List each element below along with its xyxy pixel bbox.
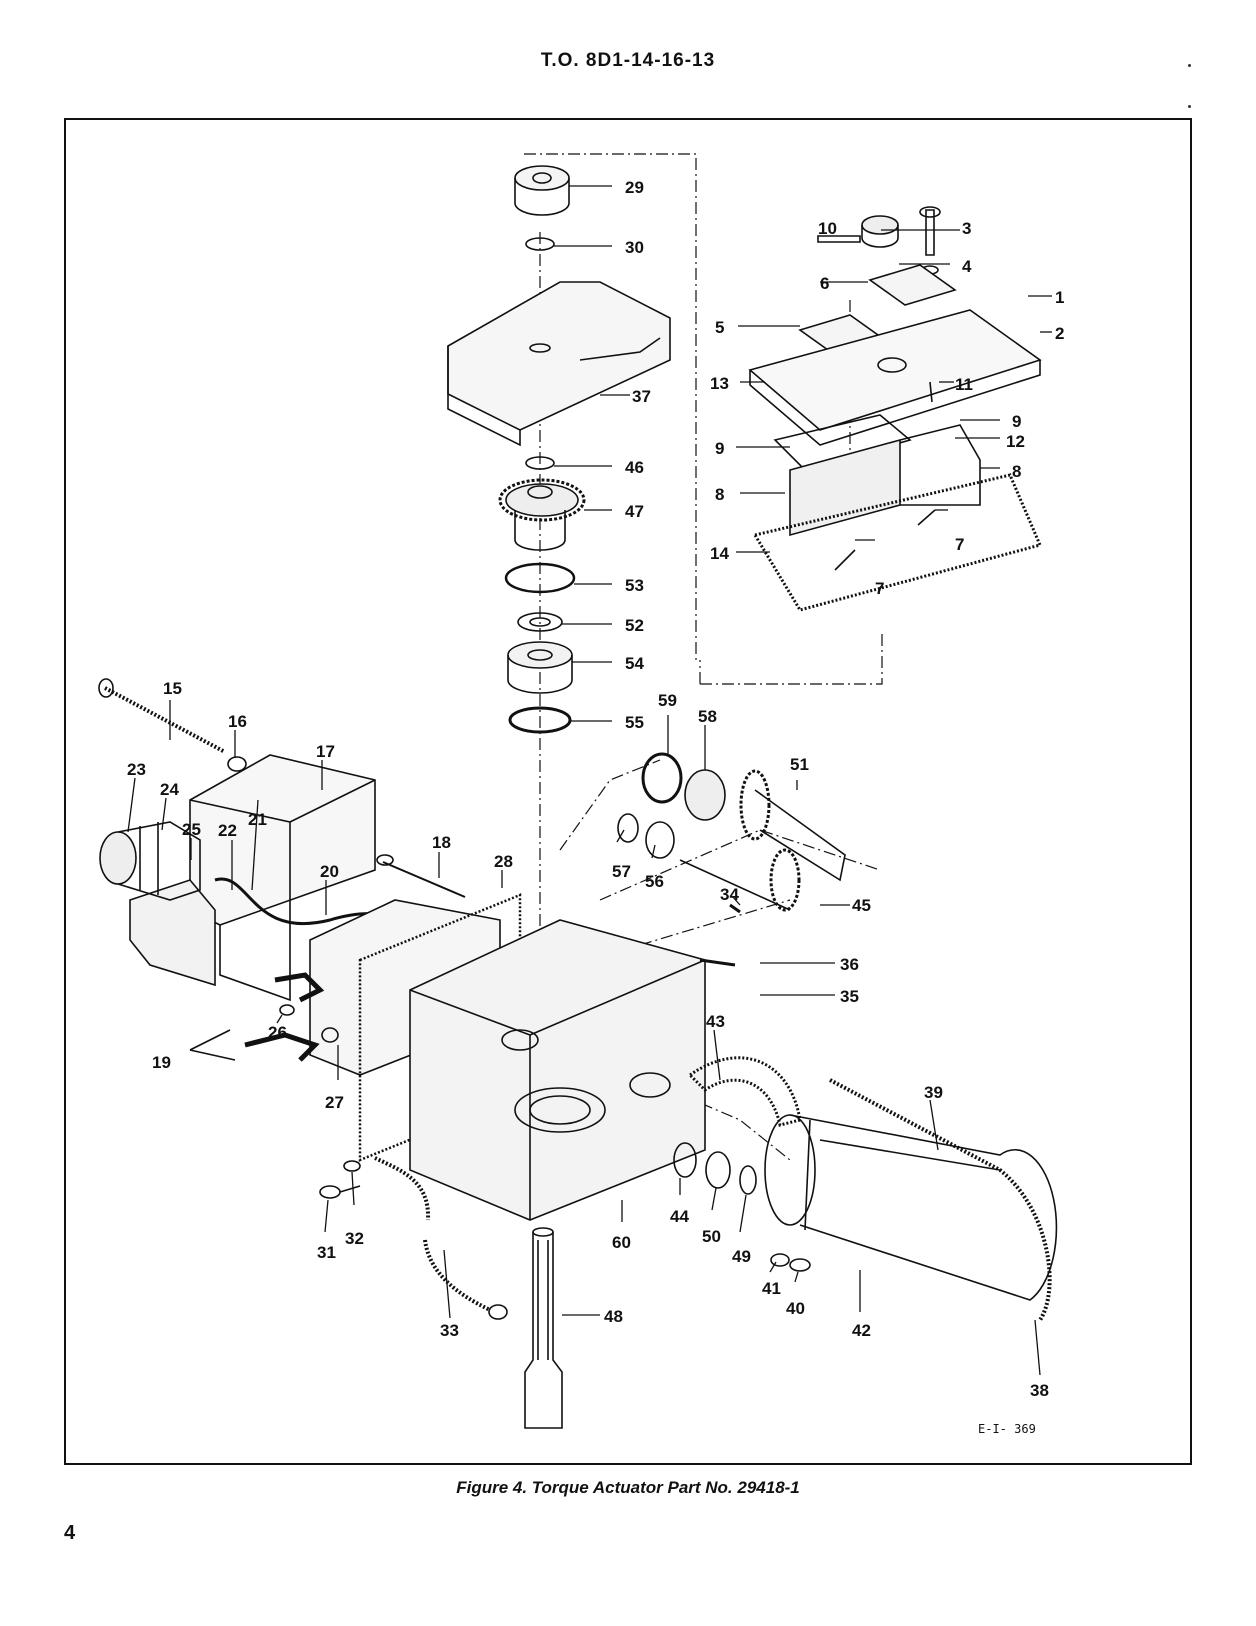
callout-47: 47 [625,502,644,521]
part-23-connector [99,821,201,901]
part-54-bearing [507,641,573,694]
callout-38: 38 [1030,1381,1049,1400]
callout-7-right: 7 [955,535,964,554]
callout-11: 11 [955,375,973,394]
callout-25: 25 [182,820,201,839]
part-37-cover [447,281,671,447]
callout-4: 4 [962,257,972,276]
part-42-motor [764,1114,1058,1301]
document-number: T.O. 8D1-14-16-13 [540,50,716,71]
callout-36: 36 [840,955,859,974]
callout-30: 30 [625,238,644,257]
callout-40: 40 [786,1299,805,1318]
callout-5: 5 [715,318,724,337]
callout-46: 46 [625,458,644,477]
callout-54: 54 [625,654,644,673]
drawing-number: E-I- 369 [978,1422,1036,1436]
callout-41: 41 [762,1279,781,1298]
callout-1: 1 [1055,288,1064,307]
page-number: 4 [64,1522,76,1544]
callout-12: 12 [1006,432,1025,451]
callout-56: 56 [645,872,664,891]
callout-20: 20 [320,862,339,881]
callout-43: 43 [706,1012,725,1031]
callout-60: 60 [612,1233,631,1252]
callout-8-left: 8 [715,485,724,504]
callout-23: 23 [127,760,146,779]
callout-24: 24 [160,780,179,799]
callout-37: 37 [632,387,651,406]
callout-49: 49 [732,1247,751,1266]
callout-31: 31 [317,1243,336,1262]
callout-2: 2 [1055,324,1064,343]
callout-39: 39 [924,1083,943,1102]
callout-42: 42 [852,1321,871,1340]
callout-9-right: 9 [1012,412,1021,431]
callout-17: 17 [316,742,335,761]
part-29-coupling [514,165,570,216]
callout-27: 27 [325,1093,344,1112]
callout-14: 14 [710,544,729,563]
callout-13: 13 [710,374,729,393]
callout-48: 48 [604,1307,623,1326]
callout-57: 57 [612,862,631,881]
callout-15: 15 [163,679,182,698]
part-47-gear [498,478,586,551]
scan-speck [1188,64,1191,67]
callout-21: 21 [248,810,267,829]
callout-35: 35 [840,987,859,1006]
callout-34: 34 [720,885,739,904]
callout-16: 16 [228,712,247,731]
callout-33: 33 [440,1321,459,1340]
callout-9-left: 9 [715,439,724,458]
part-60-gearbox [409,919,706,1221]
callout-22: 22 [218,821,237,840]
callout-53: 53 [625,576,644,595]
callout-44: 44 [670,1207,689,1226]
callout-51: 51 [790,755,809,774]
callout-18: 18 [432,833,451,852]
switch-assembly [748,206,1043,612]
part-15-bolt [98,678,226,754]
callout-26: 26 [268,1023,287,1042]
callout-59: 59 [658,691,677,710]
callout-45: 45 [852,896,871,915]
figure-caption: Figure 4. Torque Actuator Part No. 29418… [456,1478,800,1497]
callout-19: 19 [152,1053,171,1072]
callout-7-left: 7 [875,579,884,598]
callout-58: 58 [698,707,717,726]
callout-10: 10 [818,219,837,238]
callout-6: 6 [820,274,829,293]
callout-50: 50 [702,1227,721,1246]
scan-speck [1188,105,1191,108]
callout-29: 29 [625,178,644,197]
callout-28: 28 [494,852,513,871]
figure-frame [64,118,1192,1465]
callout-32: 32 [345,1229,364,1248]
part-48-shaft [524,1227,563,1429]
callout-3: 3 [962,219,971,238]
part-17-housing [129,754,376,1002]
callout-8-right: 8 [1012,462,1021,481]
callout-55: 55 [625,713,644,732]
callout-52: 52 [625,616,644,635]
